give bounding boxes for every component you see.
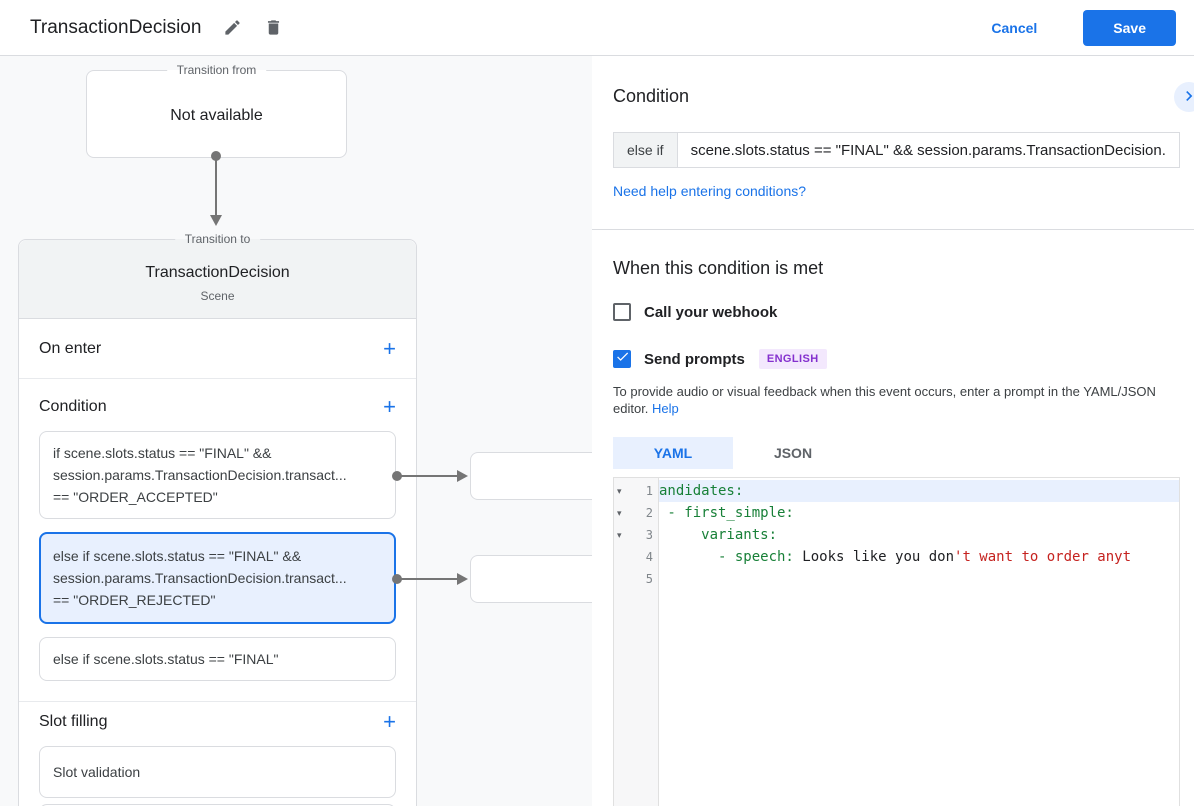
condition-section: Condition + if scene.slots.status == "FI… bbox=[19, 379, 416, 702]
arrow-down-icon bbox=[210, 215, 222, 226]
tab-json[interactable]: JSON bbox=[733, 437, 853, 469]
condition-section-label: Condition bbox=[39, 398, 107, 415]
check-icon bbox=[615, 349, 630, 369]
pencil-icon bbox=[223, 19, 242, 40]
language-badge: ENGLISH bbox=[758, 349, 827, 369]
scene-type-label: Scene bbox=[200, 289, 235, 303]
save-button[interactable]: Save bbox=[1083, 9, 1176, 46]
fold-arrow-icon[interactable]: ▾ bbox=[617, 529, 622, 540]
line-number: 1 bbox=[645, 484, 653, 498]
add-on-enter-icon[interactable]: + bbox=[383, 335, 396, 361]
code-line: - speech: Looks like you don't want to o… bbox=[659, 549, 1132, 565]
connector-line bbox=[215, 160, 217, 216]
condition-heading: Condition bbox=[613, 86, 690, 106]
transition-target-box-1[interactable] bbox=[470, 452, 592, 500]
connector-line bbox=[399, 475, 457, 477]
connector-dot bbox=[211, 151, 221, 161]
tab-yaml[interactable]: YAML bbox=[613, 437, 733, 469]
condition-card-rejected-selected[interactable]: else if scene.slots.status == "FINAL" &&… bbox=[39, 532, 396, 624]
add-condition-icon[interactable]: + bbox=[383, 394, 396, 419]
on-enter-row[interactable]: On enter + bbox=[19, 319, 416, 379]
chevron-right-icon bbox=[1179, 86, 1194, 109]
line-number: 2 bbox=[645, 506, 653, 520]
fold-arrow-icon[interactable]: ▾ bbox=[617, 485, 622, 496]
yaml-editor[interactable]: ▾ 1 ▾ 2 ▾ 3 4 5 bbox=[613, 477, 1180, 806]
editor-tabs: YAML JSON bbox=[613, 437, 1180, 469]
edit-scene-button[interactable] bbox=[223, 18, 242, 38]
when-condition-heading: When this condition is met bbox=[613, 258, 824, 278]
condition-operator-label: else if bbox=[614, 133, 678, 167]
call-webhook-label: Call your webhook bbox=[644, 303, 778, 321]
line-number: 5 bbox=[645, 572, 653, 586]
trash-icon bbox=[264, 19, 283, 40]
scene-canvas: Transition from Not available Transition… bbox=[0, 56, 592, 806]
scene-card-header: TransactionDecision Scene bbox=[19, 240, 416, 319]
condition-card-accepted[interactable]: if scene.slots.status == "FINAL" && sess… bbox=[39, 431, 396, 519]
panel-divider bbox=[592, 229, 1194, 230]
fold-arrow-icon[interactable]: ▾ bbox=[617, 507, 622, 518]
header: TransactionDecision Cancel Save bbox=[0, 0, 1194, 56]
arrow-right-icon bbox=[457, 470, 468, 482]
help-link[interactable]: Help bbox=[652, 401, 679, 416]
webhook-row: Call your webhook bbox=[613, 303, 1180, 321]
connector-dot bbox=[392, 471, 402, 481]
collapse-panel-button[interactable] bbox=[1174, 82, 1194, 112]
condition-help-link[interactable]: Need help entering conditions? bbox=[613, 183, 807, 199]
delete-scene-button[interactable] bbox=[264, 18, 283, 38]
transition-to-legend: Transition to bbox=[174, 232, 261, 246]
cancel-button[interactable]: Cancel bbox=[985, 19, 1043, 37]
transition-from-value: Not available bbox=[170, 107, 263, 124]
line-number: 3 bbox=[645, 528, 653, 542]
call-webhook-checkbox[interactable] bbox=[613, 303, 631, 321]
on-enter-label: On enter bbox=[39, 339, 102, 357]
line-number: 4 bbox=[645, 550, 653, 564]
code-line: variants: bbox=[659, 527, 778, 543]
send-prompts-row: Send prompts ENGLISH bbox=[613, 349, 1180, 369]
slot-filling-section: Slot filling + Slot validation bbox=[19, 702, 416, 806]
code-line: andidates: bbox=[659, 480, 1179, 502]
send-prompts-checkbox[interactable] bbox=[613, 350, 631, 368]
transition-from-box: Transition from Not available bbox=[86, 63, 347, 158]
arrow-right-icon bbox=[457, 573, 468, 585]
scene-name: TransactionDecision bbox=[145, 264, 290, 281]
transition-target-box-2[interactable] bbox=[470, 555, 592, 603]
send-prompts-label: Send prompts bbox=[644, 350, 745, 368]
condition-input-group: else if bbox=[613, 132, 1180, 168]
prompts-description: To provide audio or visual feedback when… bbox=[613, 384, 1156, 416]
page-title: TransactionDecision bbox=[30, 16, 202, 38]
editor-code-area[interactable]: andidates: - first_simple: variants: - s… bbox=[659, 478, 1179, 806]
transition-from-legend: Transition from bbox=[166, 63, 267, 77]
slot-filling-label: Slot filling bbox=[39, 713, 108, 730]
connector-line bbox=[399, 578, 457, 580]
code-line bbox=[659, 568, 1179, 590]
add-slot-icon[interactable]: + bbox=[383, 709, 396, 734]
transition-to-card: Transition to TransactionDecision Scene … bbox=[18, 232, 417, 806]
editor-gutter: ▾ 1 ▾ 2 ▾ 3 4 5 bbox=[614, 478, 659, 806]
workspace: Transition from Not available Transition… bbox=[0, 56, 1194, 806]
condition-expression-input[interactable] bbox=[677, 133, 1179, 167]
code-line: - first_simple: bbox=[659, 505, 794, 521]
slot-validation-card[interactable]: Slot validation bbox=[39, 746, 396, 798]
condition-details-panel: Condition else if Need help entering con… bbox=[592, 56, 1194, 806]
connector-dot bbox=[392, 574, 402, 584]
condition-card-final[interactable]: else if scene.slots.status == "FINAL" bbox=[39, 637, 396, 681]
